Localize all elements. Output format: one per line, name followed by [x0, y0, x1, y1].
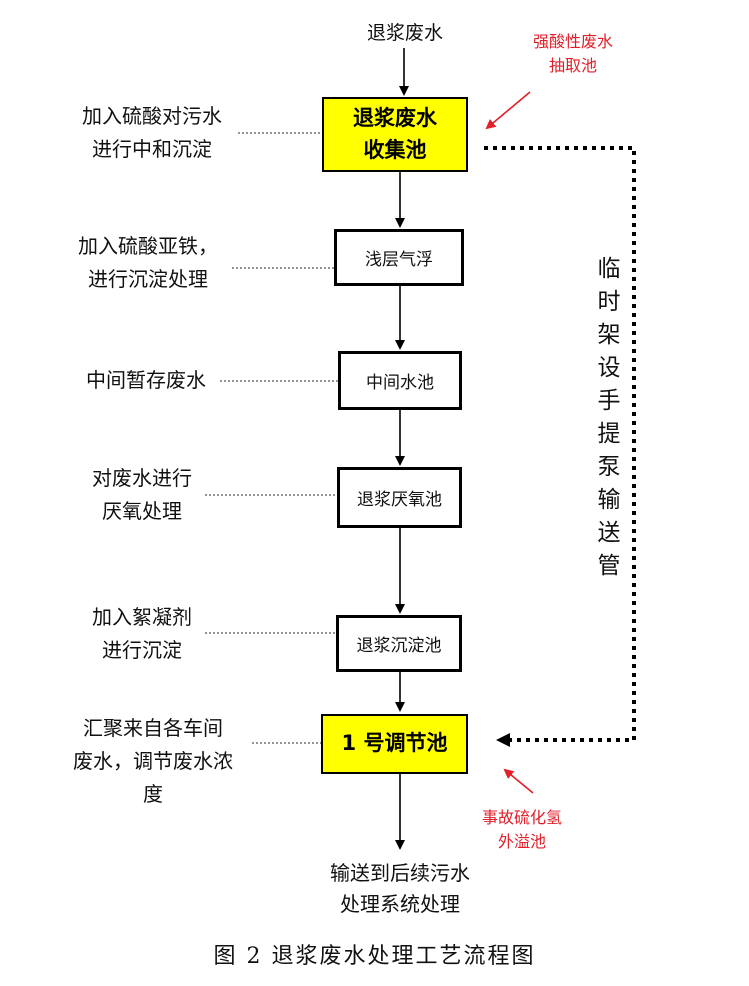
intermediate-tank-label: 中间水池 [366, 373, 434, 393]
side-pipe-char: 送 [597, 520, 621, 546]
note-ferrous-sulfate-line-2: 进行沉淀处理 [88, 267, 208, 291]
shallow-flotation-label: 浅层气浮 [365, 250, 433, 270]
figure-caption: 图 2 退浆废水处理工艺流程图 [213, 944, 536, 969]
output-label: 输送到后续污水 处理系统处理 [300, 858, 500, 920]
collection-tank-box: 退浆废水 收集池 [322, 97, 468, 172]
note-neutralization-line-1: 加入硫酸对污水 [82, 104, 222, 128]
side-pipe [484, 146, 636, 742]
side-pipe-char: 临 [597, 256, 621, 282]
side-pipe-char: 手 [597, 388, 621, 414]
anaerobic-tank-label: 退浆厌氧池 [357, 490, 442, 510]
output-label-line-1: 输送到后续污水 [330, 861, 470, 885]
acid-pool-line-2: 抽取池 [549, 56, 598, 75]
sedimentation-tank-box: 退浆沉淀池 [336, 615, 462, 672]
side-pipe-char: 泵 [597, 454, 621, 480]
output-label-line-2: 处理系统处理 [340, 892, 460, 916]
note-regulation-line-2: 废水，调节废水浓 [73, 749, 233, 773]
note-regulation-line-3: 度 [143, 782, 163, 806]
note-flocculant-line-1: 加入絮凝剂 [92, 605, 192, 629]
side-pipe-char: 提 [597, 421, 621, 447]
note-regulation-line-1: 汇聚来自各车间 [83, 716, 223, 740]
side-pipe-char: 输 [597, 487, 621, 513]
regulating-tank-label: 1 号调节池 [341, 731, 448, 756]
note-anaerobic: 对废水进行 厌氧处理 [80, 462, 204, 528]
side-pipe-label: 临 时 架 设 手 提 泵 输 送 管 [594, 253, 624, 583]
note-temporary-storage-line-1: 中间暂存废水 [86, 368, 206, 392]
acid-pool-annotation: 强酸性废水 抽取池 [533, 30, 613, 78]
note-ferrous-sulfate: 加入硫酸亚铁， 进行沉淀处理 [64, 230, 232, 296]
anaerobic-tank-box: 退浆厌氧池 [337, 467, 462, 528]
h2s-pool-line-1: 事故硫化氢 [482, 808, 563, 827]
note-anaerobic-line-1: 对废水进行 [92, 466, 192, 490]
h2s-pool-line-2: 外溢池 [498, 832, 547, 851]
side-pipe-arrowhead [496, 733, 510, 747]
note-neutralization: 加入硫酸对污水 进行中和沉淀 [66, 100, 238, 166]
side-pipe-char: 时 [597, 289, 621, 315]
note-flocculant: 加入絮凝剂 进行沉淀 [80, 601, 204, 667]
note-neutralization-line-2: 进行中和沉淀 [92, 137, 212, 161]
intermediate-tank-box: 中间水池 [338, 351, 462, 410]
side-pipe-char: 管 [597, 553, 621, 579]
side-pipe-char: 设 [597, 355, 621, 381]
note-temporary-storage: 中间暂存废水 [72, 364, 220, 397]
h2s-pool-annotation: 事故硫化氢 外溢池 [482, 806, 562, 854]
collection-tank-line-2: 收集池 [363, 137, 427, 162]
note-regulation: 汇聚来自各车间 废水，调节废水浓 度 [58, 712, 248, 811]
note-flocculant-line-2: 进行沉淀 [102, 638, 182, 662]
red-arrow-bottom [503, 768, 534, 794]
acid-pool-line-1: 强酸性废水 [533, 32, 614, 51]
input-label: 退浆废水 [366, 22, 443, 44]
side-pipe-char: 架 [597, 322, 621, 348]
red-arrow-top [485, 91, 531, 130]
note-anaerobic-line-2: 厌氧处理 [102, 499, 182, 523]
collection-tank-line-1: 退浆废水 [353, 106, 437, 130]
regulating-tank-box: 1 号调节池 [321, 714, 468, 774]
note-ferrous-sulfate-line-1: 加入硫酸亚铁， [78, 234, 218, 258]
sedimentation-tank-label: 退浆沉淀池 [356, 636, 442, 656]
shallow-flotation-box: 浅层气浮 [334, 229, 464, 286]
